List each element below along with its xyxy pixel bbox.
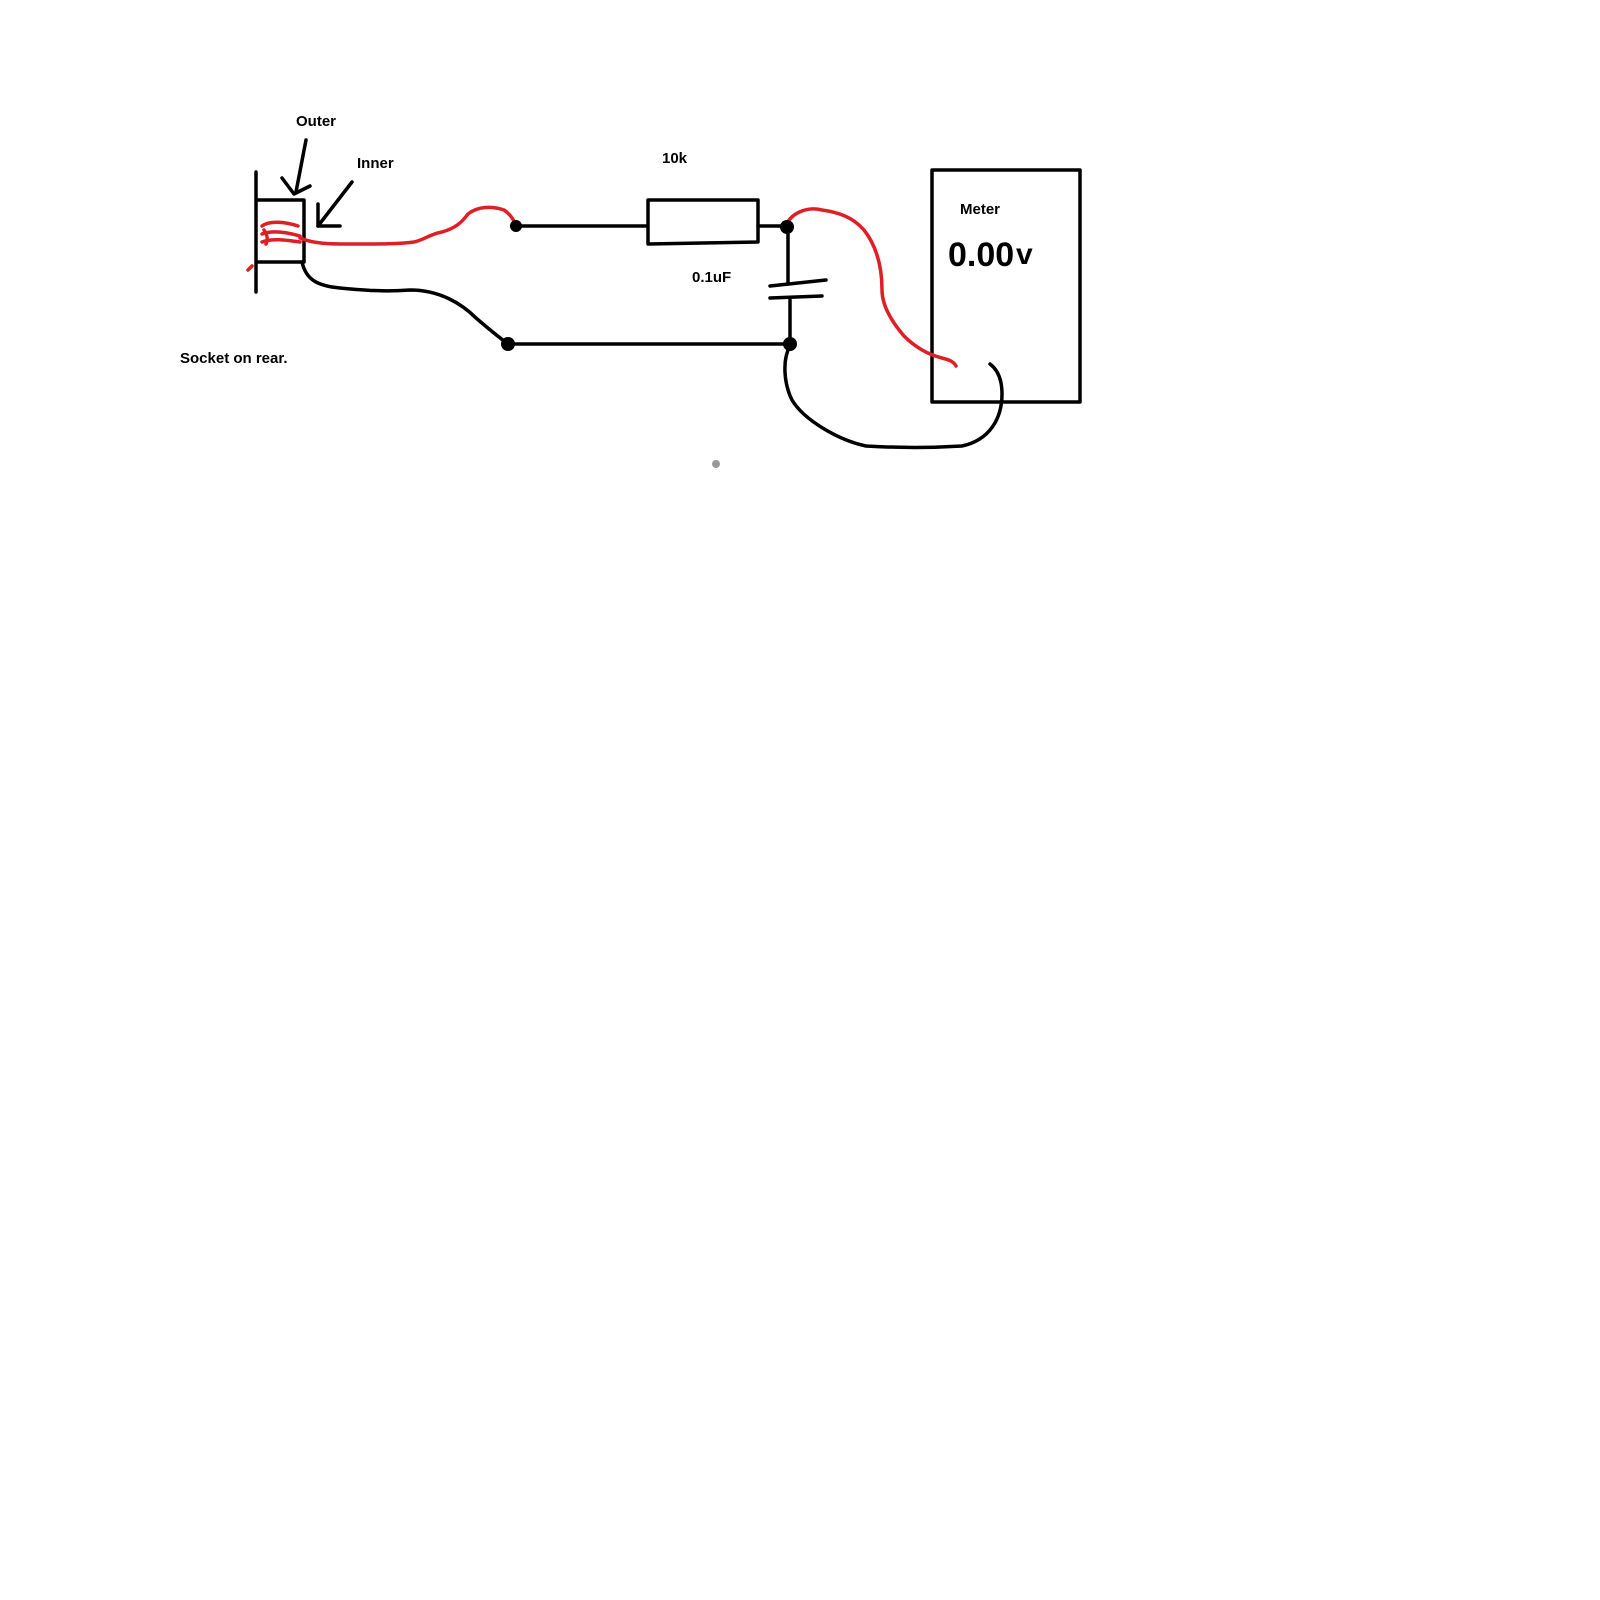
junction-bottom-left xyxy=(501,337,515,351)
inner-arrow xyxy=(316,180,354,228)
black-wire-to-meter xyxy=(783,344,1004,450)
socket-outer-body xyxy=(256,198,306,264)
socket-inner-pin xyxy=(246,220,302,272)
label-outer: Outer xyxy=(296,113,337,130)
label-capacitor: 0.1uF xyxy=(692,269,732,286)
socket xyxy=(254,170,306,294)
label-meter: Meter xyxy=(960,201,1001,218)
junction-top-right xyxy=(780,220,794,234)
red-wire-socket-to-terminal xyxy=(298,205,518,246)
meter-box xyxy=(930,168,1082,404)
junction-bottom-right xyxy=(783,337,797,351)
outer-arrow xyxy=(280,138,312,196)
meter-unit: v xyxy=(1016,238,1033,271)
meter-reading: 0.00 xyxy=(948,236,1015,274)
label-resistor: 10k xyxy=(662,150,688,167)
red-wire-node-to-meter xyxy=(784,207,958,368)
junction-top-left xyxy=(510,220,522,232)
stray-mark xyxy=(712,460,720,468)
capacitor-plate-bottom xyxy=(768,294,824,300)
label-inner: Inner xyxy=(357,155,394,172)
label-socket: Socket on rear. xyxy=(180,350,288,367)
resistor-symbol xyxy=(646,198,760,246)
capacitor-plate-top xyxy=(768,278,828,288)
black-wire-socket-to-node xyxy=(300,260,510,346)
